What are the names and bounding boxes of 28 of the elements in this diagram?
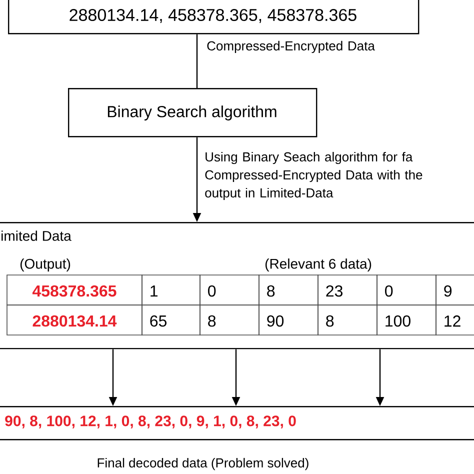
table-cell: 23 <box>318 274 378 306</box>
decoded-values: 90, 8, 100, 12, 1, 0, 8, 23, 0, 9, 1, 0, 8, 23, 0 <box>5 416 296 428</box>
table-cell: 458378.365 <box>6 274 142 306</box>
table-cell: 0 <box>200 274 260 306</box>
table-cell: 8 <box>200 304 260 336</box>
process-box <box>68 88 318 138</box>
table-cell: 1 <box>142 274 200 306</box>
table-cell: 90 <box>258 304 318 336</box>
edge-label: Compressed-Encrypted Data <box>207 40 375 54</box>
box-label: Binary Search algorithm <box>108 106 276 120</box>
table-cell: 8 <box>318 304 378 336</box>
connector-line <box>196 34 198 88</box>
band-note: Final decoded data (Problem solved) <box>98 458 308 470</box>
band <box>0 222 474 350</box>
table-cell: 100 <box>376 304 436 336</box>
column-heading: (Relevant 6 data) <box>265 258 372 272</box>
table-cell: 9 <box>436 274 474 306</box>
table-cell: 0 <box>376 274 436 306</box>
box-label: 2880134.14, 458378.365, 458378.365 <box>70 8 356 24</box>
table-cell: 8 <box>258 274 318 306</box>
box-heading: imited Data <box>2 230 72 241</box>
table-cell: 65 <box>142 304 200 336</box>
table-cell: 12 <box>436 304 474 336</box>
process-box <box>8 0 420 34</box>
column-heading: (Output) <box>20 258 70 272</box>
table-cell: 2880134.14 <box>6 304 142 336</box>
band <box>0 406 474 440</box>
edge-label: Using Binary Seach algorithm for fa Compressed-Encrypted Data with the output in Limited-Data <box>205 152 422 200</box>
